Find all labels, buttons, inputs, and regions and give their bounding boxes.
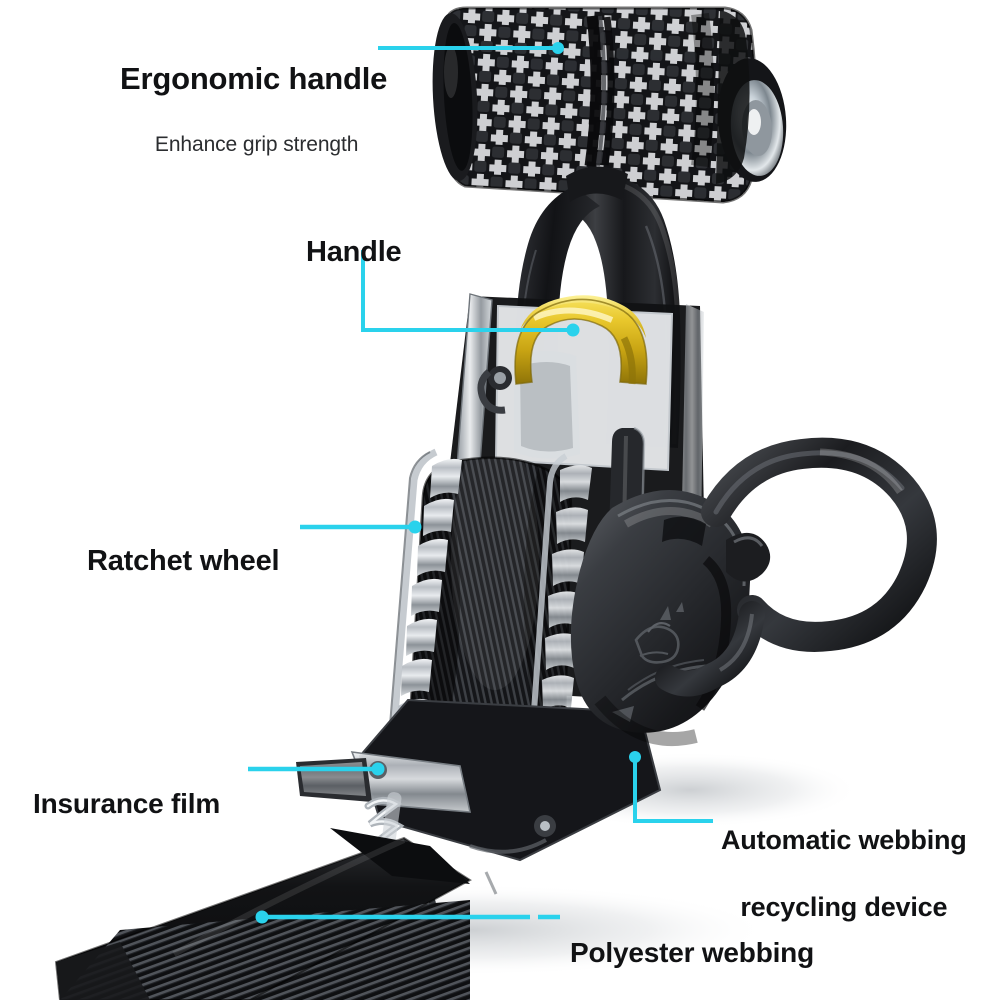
callout-title-handle: Handle xyxy=(306,236,402,268)
callout-title-ergonomic-handle: Ergonomic handle xyxy=(120,61,388,96)
leader-handle xyxy=(361,250,580,337)
callout-title-automatic-webbing-line2: recycling device xyxy=(740,892,948,922)
callout-ratchet-wheel: Ratchet wheel xyxy=(87,509,280,613)
callout-polyester-webbing: Polyester webbing xyxy=(570,901,814,1004)
leader-dot xyxy=(629,751,641,763)
leader-polyester-webbing xyxy=(255,910,560,924)
s-hook-ring xyxy=(655,437,937,697)
callout-automatic-webbing-recycling-device: Automatic webbing recycling device xyxy=(721,789,967,959)
callout-subtitle-ergonomic-handle: Enhance grip strength xyxy=(154,133,359,156)
callout-title-insurance-film: Insurance film xyxy=(33,788,221,819)
leader-ergonomic-handle xyxy=(378,42,564,54)
leader-automatic-webbing xyxy=(629,751,713,823)
callout-handle: Handle xyxy=(306,200,402,304)
leader-insurance-film xyxy=(248,762,385,776)
callout-title-ratchet-wheel: Ratchet wheel xyxy=(87,545,280,577)
leader-dot xyxy=(255,910,269,924)
callout-title-automatic-webbing-line1: Automatic webbing xyxy=(721,825,967,855)
leader-ratchet-wheel xyxy=(300,520,422,534)
yellow-release-lever xyxy=(514,295,648,385)
callout-title-polyester-webbing: Polyester webbing xyxy=(570,937,814,968)
ratchet-wheel-right xyxy=(529,453,592,741)
leader-dot xyxy=(566,323,580,337)
callout-insurance-film: Insurance film xyxy=(33,752,220,855)
leader-dot xyxy=(371,762,385,776)
leader-dot xyxy=(408,520,422,534)
callout-ergonomic-handle: Ergonomic handle Enhance grip strength xyxy=(120,26,387,194)
leader-dot xyxy=(552,42,564,54)
